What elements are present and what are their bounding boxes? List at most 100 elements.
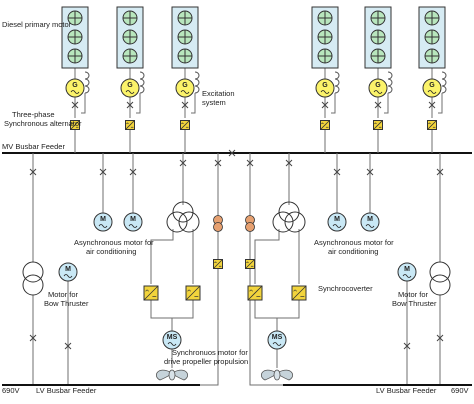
generator-circle [315, 78, 335, 98]
generator-symbol: G [429, 82, 435, 89]
diesel-engine [61, 6, 89, 69]
label-async-right-line1: Asynchronous motor for [314, 238, 394, 247]
generator-circle [368, 78, 388, 98]
label-lv-left-voltage: 690V [2, 386, 20, 395]
breaker-symbol [126, 101, 134, 109]
engine-cylinder-icon [317, 48, 333, 64]
breaker-stroke [214, 159, 222, 167]
excitation-coil-icon [334, 71, 340, 94]
generator-symbol: G [127, 82, 133, 89]
breaker-symbol [321, 101, 329, 109]
label-lv-left-feeder: LV Busbar Feeder [36, 386, 97, 395]
label-bow-right-line2: Bow Thruster [392, 299, 437, 308]
label-bow-left-line2: Bow Thruster [44, 299, 89, 308]
rectifier-wire [150, 229, 174, 284]
motor-circle [267, 330, 287, 350]
motor-symbol: M [100, 216, 106, 223]
engine-cylinder-icon [177, 10, 193, 26]
converter-wave [214, 261, 217, 264]
winding-circle [245, 222, 255, 232]
label-sync-motor-line1: Synchronuos motor for [172, 348, 248, 357]
breaker-stroke [436, 334, 444, 342]
breaker-stroke [374, 101, 382, 109]
breaker-symbol [428, 101, 436, 109]
converter-wave [321, 122, 324, 125]
generator-icon: G [175, 78, 195, 98]
engine-cylinder-icon [122, 48, 138, 64]
excitation-coil-icon [194, 71, 200, 94]
breaker-symbol [181, 101, 189, 109]
breaker-symbol [436, 334, 444, 342]
propeller-hub [273, 369, 281, 381]
coil-path [441, 71, 447, 94]
propeller-blade [156, 369, 171, 381]
motor-symbol: MS [167, 334, 178, 341]
coil-path [84, 71, 90, 94]
motor-circle [360, 212, 380, 232]
winding-circle [172, 201, 194, 223]
aux-converter-icon [245, 259, 255, 269]
converter-wave [246, 261, 249, 264]
lv-transformer-icon [429, 261, 451, 296]
auxiliary-transformer-icon [245, 215, 255, 232]
generator-sine [180, 90, 190, 94]
breaker-stroke [285, 159, 293, 167]
converter-diagonal [125, 120, 135, 130]
bow-thruster-motor-icon: M [397, 262, 417, 282]
generator-icon: G [368, 78, 388, 98]
breaker-stroke [403, 342, 411, 350]
excitation-wire [136, 93, 141, 114]
winding-circle [272, 211, 294, 233]
sync-propulsion-motor-icon: MS [267, 330, 287, 350]
breaker-symbol [129, 168, 137, 176]
engine-cylinder-icon [424, 10, 440, 26]
converter-diagonal [245, 259, 255, 269]
diesel-engine [418, 6, 446, 69]
breaker-symbol [285, 159, 293, 167]
label-three-phase-line1: Three-phase [12, 110, 55, 119]
breaker-symbol [29, 168, 37, 176]
propeller-icon [156, 369, 188, 381]
motor-circle [162, 330, 182, 350]
generator-circle [422, 78, 442, 98]
breaker-symbol [374, 101, 382, 109]
breaker-symbol [29, 334, 37, 342]
generator-symbol: G [72, 82, 78, 89]
converter-diagonal [143, 285, 159, 301]
motor-sine [272, 342, 282, 346]
generator-circle [175, 78, 195, 98]
coil-path [194, 71, 200, 94]
coil-path [139, 71, 145, 94]
winding-circle [429, 261, 451, 283]
converter-wave [187, 289, 191, 292]
label-diesel-primary-motor: Diesel primary motor [2, 20, 72, 29]
ac-motor-icon: M [123, 212, 143, 232]
propeller-hub [168, 369, 176, 381]
converter-wave [71, 122, 74, 125]
generator-icon: G [315, 78, 335, 98]
label-mv-busbar-feeder: MV Busbar Feeder [2, 142, 65, 151]
generator-sine [373, 90, 383, 94]
engine-cylinder-icon [317, 29, 333, 45]
winding-circle [284, 211, 306, 233]
excitation-converter-icon [427, 120, 437, 130]
converter-diagonal [427, 120, 437, 130]
motor-sine [402, 274, 412, 278]
auxiliary-transformer-icon [213, 215, 223, 232]
generator-icon: G [120, 78, 140, 98]
diesel-engine [311, 6, 339, 69]
motor-symbol: MS [272, 334, 283, 341]
excitation-wire [81, 93, 86, 114]
breaker-stroke [436, 168, 444, 176]
generator-icon: G [65, 78, 85, 98]
converter-diagonal [213, 259, 223, 269]
breaker-stroke [179, 159, 187, 167]
motor-symbol: M [367, 216, 373, 223]
breaker-stroke [64, 342, 72, 350]
breaker-symbol [64, 342, 72, 350]
excitation-converter-icon [373, 120, 383, 130]
breaker-symbol [436, 168, 444, 176]
motor-sine [365, 224, 375, 228]
converter-diagonal [180, 120, 190, 130]
